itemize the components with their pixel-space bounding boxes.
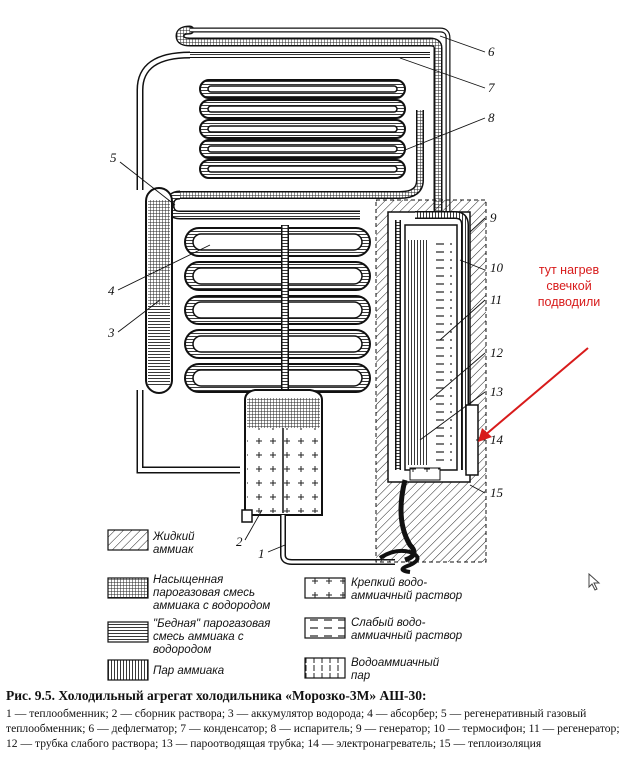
absorber	[184, 227, 371, 393]
legend-poor-1: "Бедная" парогазовая	[153, 618, 270, 630]
label-14: 14	[490, 432, 504, 447]
solution-collector	[241, 389, 323, 523]
absorber-coil-inner	[192, 233, 363, 251]
legend-swatch-poor-mix	[107, 621, 149, 643]
absorber-coil-inner	[192, 369, 363, 387]
legend-saturated-3: аммиака с водородом	[153, 600, 270, 612]
absorber-coil-inner	[192, 301, 363, 319]
label-10: 10	[490, 260, 504, 275]
legend-swatch-weak-solution	[304, 617, 346, 639]
legend-liquid-ammonia-2: аммиак	[153, 544, 194, 556]
legend-swatch-water-ammonia-vapor	[304, 657, 346, 679]
legend-liquid-ammonia-1: Жидкий	[152, 531, 195, 543]
strong-solution-pipe	[280, 515, 395, 565]
label-6: 6	[488, 44, 495, 59]
legend-swatch-ammonia-vapor	[107, 659, 149, 681]
hydrogen-accumulator	[145, 187, 173, 394]
legend-vapor-1: Водоаммиачный	[351, 657, 440, 669]
label-1: 1	[258, 546, 265, 561]
legend-poor-2: смесь аммиака с	[153, 631, 244, 643]
legend-saturated-2: парогазовая смесь	[153, 587, 255, 599]
evaporator-coil-inner	[207, 125, 398, 133]
legend-ammonia-vapor: Пар аммиака	[153, 665, 224, 677]
refrigeration-unit-diagram: тут нагрев свечкой подводили 6 7 8 5 4 3…	[107, 25, 600, 682]
label-7: 7	[488, 80, 495, 95]
legend-swatch-liquid-ammonia	[107, 529, 149, 551]
evaporator	[199, 79, 406, 179]
legend-strong-2: аммиачный раствор	[351, 590, 463, 602]
label-12: 12	[490, 345, 504, 360]
caption-body: 1 — теплообменник; 2 — сборник раствора;…	[6, 707, 620, 750]
legend-weak-1: Слабый водо-	[351, 617, 426, 629]
label-15: 15	[490, 485, 504, 500]
figure-caption: Рис. 9.5. Холодильный агрегат холодильни…	[6, 688, 634, 751]
absorber-coil-inner	[192, 335, 363, 353]
legend-vapor-2: пар	[351, 670, 371, 682]
hydrogen-loop	[136, 51, 240, 474]
evaporator-coil-inner	[207, 145, 398, 153]
condenser	[175, 25, 451, 220]
evaporator-coil-inner	[207, 105, 398, 113]
note-line-2: свечкой	[546, 279, 591, 293]
label-4: 4	[108, 283, 115, 298]
legend: Жидкий аммиак Насыщенная парогазовая сме…	[107, 529, 463, 682]
caption-title: Рис. 9.5. Холодильный агрегат холодильни…	[6, 688, 427, 703]
label-8: 8	[488, 110, 495, 125]
label-9: 9	[490, 210, 497, 225]
evaporator-coil-inner	[207, 165, 398, 173]
legend-poor-3: водородом	[153, 644, 211, 656]
mouse-pointer-icon	[588, 573, 601, 591]
note-line-1: тут нагрев	[539, 263, 600, 277]
note-line-3: подводили	[538, 295, 600, 309]
generator-insulation	[375, 199, 487, 574]
label-5: 5	[110, 150, 117, 165]
legend-strong-1: Крепкий водо-	[351, 577, 427, 589]
leader-lines	[117, 35, 486, 553]
heater-arrow	[478, 347, 589, 442]
legend-weak-2: аммиачный раствор	[351, 630, 463, 642]
label-2: 2	[236, 534, 243, 549]
heater-note: тут нагрев свечкой подводили	[538, 263, 600, 309]
label-11: 11	[490, 292, 502, 307]
evaporator-coil-inner	[207, 85, 398, 93]
legend-swatch-saturated-mix	[107, 577, 149, 599]
label-3: 3	[107, 325, 115, 340]
legend-saturated-1: Насыщенная	[153, 574, 223, 586]
label-13: 13	[490, 384, 504, 399]
legend-swatch-strong-solution	[304, 577, 346, 599]
part-numbers: 6 7 8 5 4 3 2 1 9 10 11 12 13 14 15	[107, 44, 504, 561]
absorber-coil-inner	[192, 267, 363, 285]
